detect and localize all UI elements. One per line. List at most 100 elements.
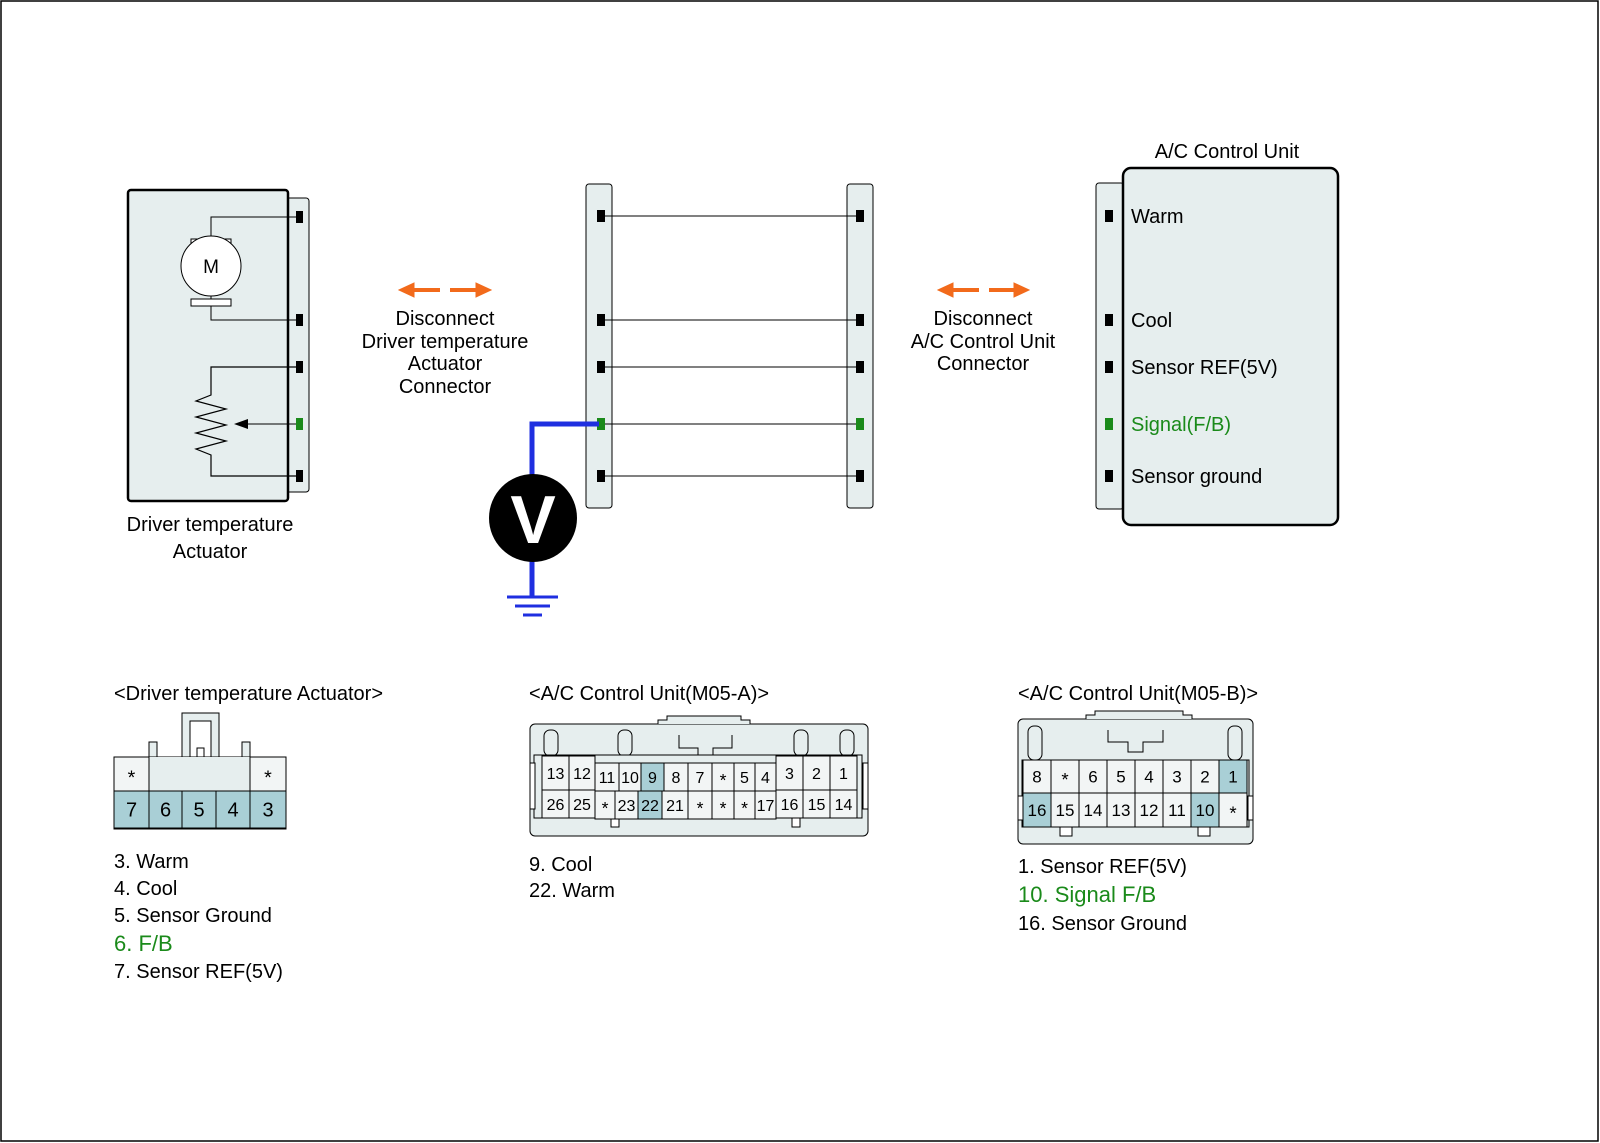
- connector-m05b-top-pin-label: 1: [1228, 768, 1237, 787]
- disconnect-right-line-3: Connector: [937, 353, 1030, 375]
- connector-m05b-top-cell-7: [1218, 759, 1248, 794]
- connector-m05b-top-pin-label: 4: [1144, 768, 1153, 787]
- control-unit-pin-signal: [1105, 418, 1113, 430]
- connector-m05b-top-pin-label: 2: [1200, 768, 1209, 787]
- harness-right-pin-4: [856, 418, 864, 430]
- control-unit-label-signal: Signal(F/B): [1131, 414, 1231, 436]
- connector-m05a-top-pin-label: 13: [547, 766, 565, 783]
- connector-m05b-bottom-pin-label: *: [1229, 802, 1236, 823]
- connector-m05b-legend-2: 10. Signal F/B: [1018, 882, 1156, 907]
- connector-m05b-top-pin-label: 8: [1032, 768, 1041, 787]
- connector-m05b-bottom-cell-1: [1050, 792, 1080, 828]
- control-unit-pin-cool: [1105, 314, 1113, 326]
- driver-temperature-actuator: M Driver temperature Actuator: [127, 188, 310, 563]
- disconnect-left-line-2: Driver temperature: [362, 331, 529, 353]
- actuator-connector-strip: [285, 197, 310, 493]
- harness-left-pin-3: [597, 361, 605, 373]
- control-unit-label-warm: Warm: [1131, 206, 1184, 228]
- connector-m05b-bottom-pin-label: 14: [1084, 801, 1103, 820]
- harness-left-pin-2: [597, 314, 605, 326]
- voltmeter-icon: [489, 474, 577, 562]
- disconnect-right-line-2: A/C Control Unit: [911, 331, 1056, 353]
- disconnect-left-line-4: Connector: [399, 376, 492, 398]
- connector-m05a-bottom-cell-11: [802, 789, 831, 819]
- connector-m05a-bottom-pin-label: *: [741, 798, 748, 818]
- connector-actuator-bottom-pin-label: 6: [160, 800, 171, 822]
- connector-m05b-bottom-pin-label: 16: [1028, 801, 1047, 820]
- connector-m05a-bottom-pin-label: *: [602, 798, 609, 818]
- harness-left-strip: [585, 183, 613, 509]
- harness: [585, 183, 874, 509]
- connector-m05b-bottom-pin-label: 10: [1196, 801, 1215, 820]
- connector-m05a-bottom-cell-5: [661, 790, 689, 820]
- harness-right-pin-3: [856, 361, 864, 373]
- disconnect-left-line-1: Disconnect: [396, 308, 495, 330]
- connector-actuator-bottom-cell-1: [148, 790, 183, 829]
- harness-right-strip: [846, 183, 874, 509]
- connector-m05b-bottom-pin-label: 15: [1056, 801, 1075, 820]
- connector-actuator-legend-3: 5. Sensor Ground: [114, 905, 272, 927]
- connector-actuator-top-pin-label: *: [264, 767, 272, 789]
- connector-m05a-top-pin-label: *: [720, 770, 727, 790]
- connector-actuator-title: <Driver temperature Actuator>: [114, 683, 383, 705]
- connector-m05b-top-pin-label: *: [1061, 769, 1068, 790]
- connector-actuator-bottom-cell-3: [215, 790, 251, 829]
- connector-actuator-bottom-pin-label: 3: [262, 800, 273, 822]
- connector-m05a-bottom-cell-10: [775, 789, 804, 819]
- connector-m05a-bottom-pin-label: 17: [757, 798, 775, 815]
- connector-m05a-top-pin-label: 7: [696, 770, 705, 787]
- connector-m05a-bottom-pin-label: 23: [618, 798, 636, 815]
- harness-left-pin-1: [597, 210, 605, 222]
- ac-control-unit: A/C Control Unit Warm Cool Sensor REF(5V…: [1095, 141, 1340, 527]
- harness-left-pin-5: [597, 470, 605, 482]
- connector-m05b-top-pin-label: 6: [1088, 768, 1097, 787]
- disconnect-left-arrow-icon: [397, 282, 493, 298]
- connector-m05a-top-cell-11: [802, 755, 831, 791]
- connector-m05a-bottom-pin-label: 14: [835, 797, 853, 814]
- connector-actuator-top-cell-0: [113, 756, 150, 792]
- motor-label: M: [203, 257, 219, 278]
- actuator-pin-3: [296, 361, 303, 373]
- connector-m05a-top-cell-10: [775, 755, 804, 791]
- connector-m05b-bottom-cell-4: [1134, 792, 1164, 828]
- connector-actuator-bottom-pin-label: 7: [126, 800, 137, 822]
- connector-m05b-top-pin-label: 5: [1116, 768, 1125, 787]
- connector-m05a-bottom-pin-label: 21: [666, 798, 684, 815]
- connector-actuator-bottom-cell-2: [181, 790, 217, 829]
- connector-m05b-bottom-cell-3: [1106, 792, 1136, 828]
- connector-m05a-top-pin-label: 8: [672, 770, 681, 787]
- connector-m05b-bottom-pin-label: 12: [1140, 801, 1159, 820]
- connector-m05b-bottom-cell-2: [1078, 792, 1108, 828]
- voltmeter: V: [489, 421, 599, 617]
- connector-m05a-bottom-pin-label: *: [720, 798, 727, 818]
- disconnect-right-annotation: Disconnect A/C Control Unit Connector: [911, 282, 1056, 375]
- motor-symbol: M: [180, 216, 296, 321]
- actuator-pin-5: [296, 470, 303, 482]
- connector-m05b-bottom-pin-label: 13: [1112, 801, 1131, 820]
- potentiometer-symbol: [193, 366, 296, 477]
- connector-actuator-top-cell-4: [249, 756, 287, 792]
- ground-icon: [507, 595, 558, 617]
- connector-m05a-top-cell-12: [829, 755, 858, 791]
- connector-m05a-top-pin-label: 9: [648, 770, 657, 787]
- disconnect-left-annotation: Disconnect Driver temperature Actuator C…: [362, 282, 529, 398]
- connector-m05a-top-pin-label: 2: [812, 766, 821, 783]
- connector-m05b-bottom-cell-5: [1162, 792, 1192, 828]
- connector-m05a-bottom-pin-label: 22: [641, 798, 659, 815]
- actuator-pin-1: [296, 211, 303, 223]
- connector-m05a-top-pin-label: 12: [573, 766, 591, 783]
- control-unit-label-cool: Cool: [1131, 310, 1172, 332]
- connector-m05a-top-pin-label: 11: [599, 770, 616, 787]
- connector-m05b-title: <A/C Control Unit(M05-B)>: [1018, 683, 1258, 705]
- connector-m05a-title: <A/C Control Unit(M05-A)>: [529, 683, 769, 705]
- connector-m05b-top-cell-4: [1134, 759, 1164, 794]
- connector-actuator-legend-2: 4. Cool: [114, 878, 177, 900]
